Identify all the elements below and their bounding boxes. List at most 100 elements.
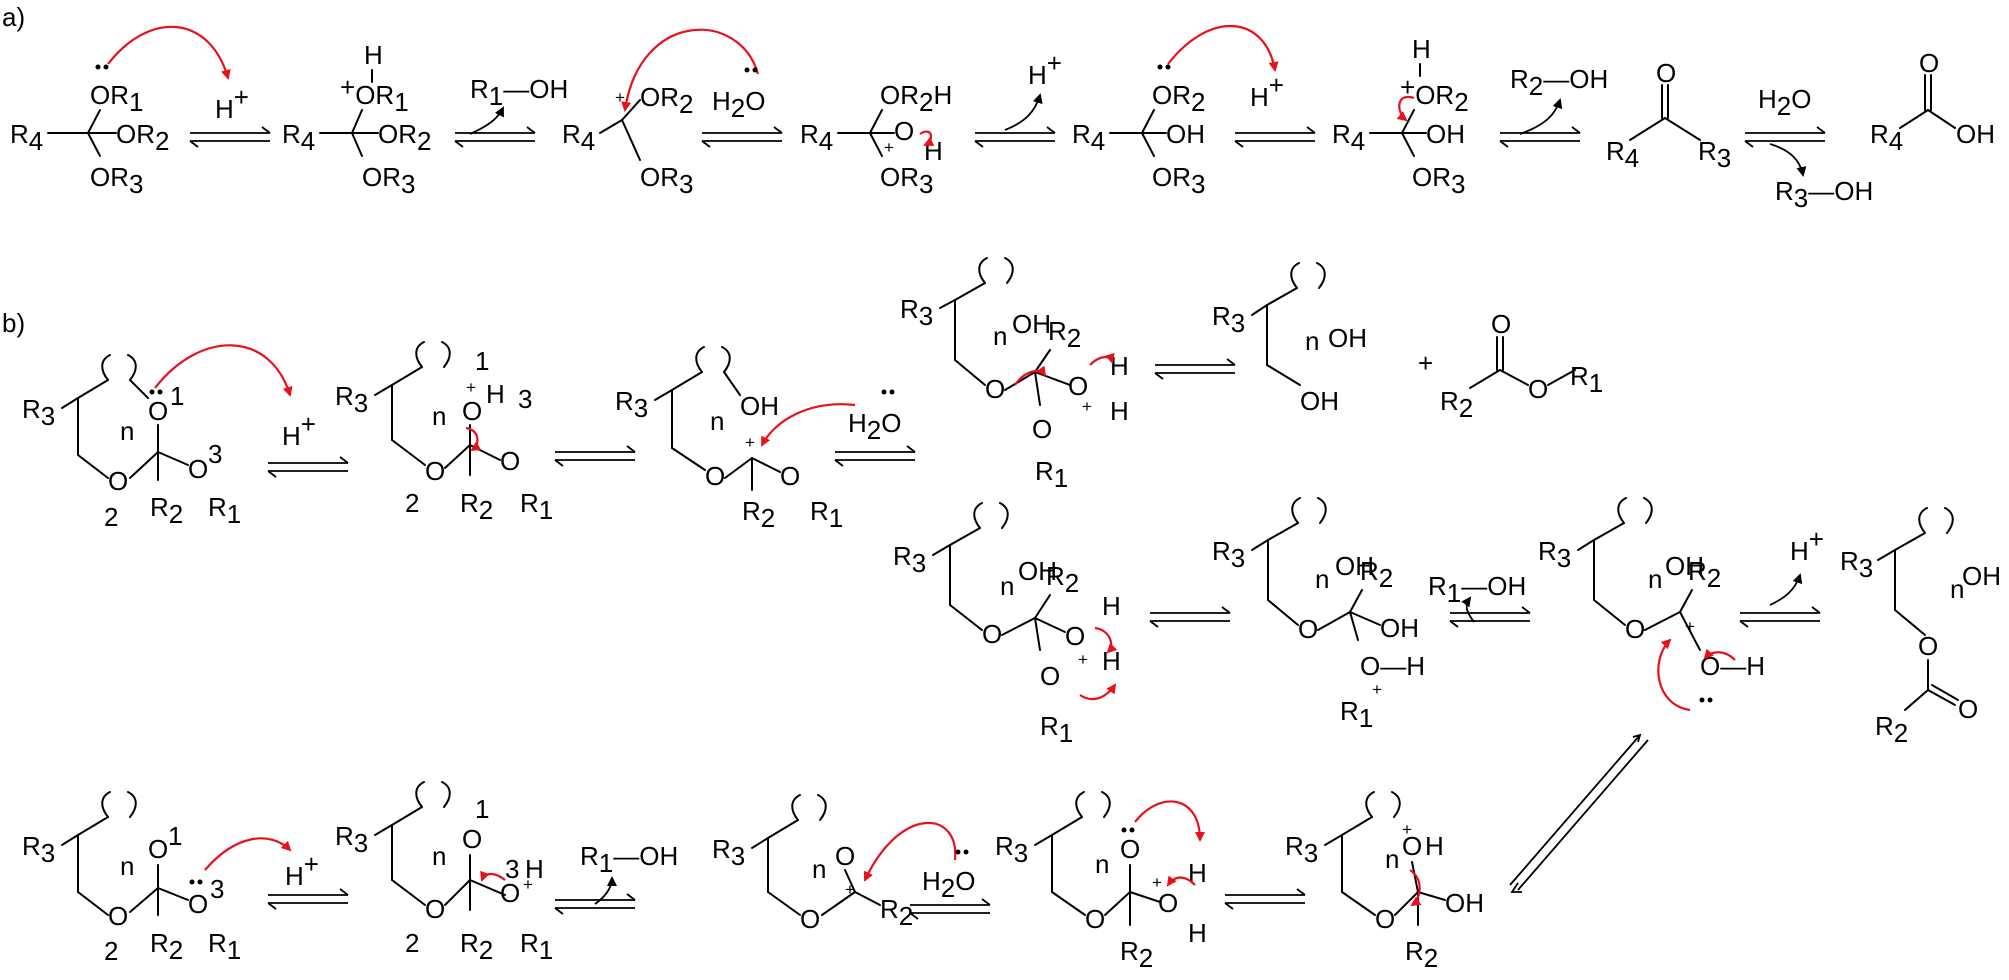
svg-text:+: + (523, 875, 533, 894)
svg-text:O: O (800, 904, 820, 934)
svg-text:H+: H+ (215, 82, 249, 124)
equilibrium-arrow (701, 126, 783, 148)
svg-text:R3: R3 (22, 394, 55, 431)
svg-text:OH: OH (1300, 386, 1339, 416)
svg-text:H: H (486, 379, 505, 409)
cyclic-orthoester: R3 n O 1 O O 3 2 R2 R1 (22, 354, 241, 532)
svg-text:R1: R1 (1570, 361, 1603, 398)
svg-text:1: 1 (475, 346, 489, 376)
svg-text:1: 1 (475, 794, 489, 824)
protonated-cyclic-orthoester-bottom: R3 n O 1 O O + 3 H 2 R2 R1 (335, 781, 553, 965)
svg-text:OH: OH (1166, 119, 1205, 149)
svg-text:OR2H: OR2H (880, 80, 952, 117)
equilibrium-arrow (554, 893, 636, 915)
svg-text:R2: R2 (150, 492, 183, 529)
svg-text:H+: H+ (282, 409, 316, 451)
carboxylic-acid-product: R4 O OH (1870, 48, 1995, 156)
svg-text:R1: R1 (810, 496, 843, 533)
svg-text:O: O (1065, 621, 1085, 651)
svg-text:R3: R3 (1698, 136, 1731, 173)
svg-text:OH: OH (1335, 551, 1374, 581)
svg-text:R2: R2 (1440, 386, 1473, 423)
svg-text:O: O (108, 466, 128, 496)
svg-text:OR2: OR2 (116, 119, 169, 156)
panel-b-label: b) (2, 308, 25, 338)
svg-text:+: + (1078, 650, 1088, 669)
svg-text:O: O (462, 824, 482, 854)
svg-text:O: O (1656, 58, 1676, 88)
svg-text:OH: OH (1962, 561, 2001, 591)
svg-text:O: O (1528, 374, 1548, 404)
svg-text:n: n (1000, 571, 1014, 601)
tetrahedral-intermediate-upper: R3 n OH O R2 O + H H O R1 (900, 257, 1129, 493)
equilibrium-arrow (1234, 126, 1316, 148)
svg-text:O: O (835, 841, 855, 871)
equilibrium-arrow (1499, 126, 1581, 148)
svg-text:OR2: OR2 (1152, 80, 1205, 117)
svg-text:O: O (1085, 904, 1105, 934)
svg-text:O: O (188, 454, 208, 484)
svg-text:O: O (108, 901, 128, 931)
svg-text:H: H (364, 40, 383, 70)
svg-text:O: O (1068, 371, 1088, 401)
oxocarbenium-middle: R3 n OH O R2 + O—H (1538, 497, 1765, 703)
svg-text:R4: R4 (282, 119, 315, 156)
svg-text:H: H (924, 136, 943, 166)
svg-text:R4: R4 (1072, 119, 1105, 156)
svg-text:H: H (1412, 34, 1431, 64)
svg-text:H+: H+ (285, 849, 319, 891)
svg-text:H: H (1188, 918, 1207, 948)
equilibrium-arrow (267, 456, 349, 478)
svg-text:3: 3 (208, 439, 222, 469)
svg-text:R1: R1 (208, 928, 241, 965)
svg-text:OR3: OR3 (880, 162, 933, 199)
svg-text:O: O (1918, 631, 1938, 661)
svg-text:R4: R4 (1870, 119, 1903, 156)
svg-text:+: + (1372, 680, 1382, 699)
svg-text:R3: R3 (1212, 301, 1245, 338)
svg-text:R3: R3 (1285, 831, 1318, 868)
cyclic-dioxocarbenium: R3 n O + O R2 (712, 794, 913, 934)
svg-text:H: H (1425, 831, 1444, 861)
svg-text:OH: OH (740, 391, 779, 421)
svg-text:n: n (993, 321, 1007, 351)
svg-text:O—H: O—H (1360, 651, 1425, 681)
protonated-orthoester: R4 H +OR1 OR2 OR3 (282, 40, 431, 199)
svg-text:R1—OH: R1—OH (1428, 571, 1526, 608)
equilibrium-arrow (909, 898, 991, 920)
svg-text:H2O: H2O (922, 866, 975, 903)
svg-text:OH: OH (1426, 119, 1465, 149)
svg-text:n: n (432, 401, 446, 431)
equilibrium-arrow (554, 445, 636, 467)
svg-text:R3: R3 (1840, 546, 1873, 583)
svg-text:R2: R2 (1875, 711, 1908, 748)
svg-text:+: + (1402, 820, 1412, 839)
svg-text:n: n (1315, 564, 1329, 594)
hemiorthoester: R4 OR2 OH OR3 (1072, 64, 1205, 199)
svg-text:n: n (1950, 574, 1964, 604)
svg-text:O: O (1402, 831, 1422, 861)
svg-text:R1: R1 (1035, 456, 1068, 493)
svg-text:O: O (985, 374, 1005, 404)
equilibrium-arrow (974, 126, 1056, 148)
tetrahedral-intermediate-middle: R3 n OH O R2 O H H + O R1 (893, 502, 1121, 748)
svg-text:R2: R2 (150, 928, 183, 965)
equilibrium-arrow (1449, 606, 1531, 628)
svg-text:R2: R2 (880, 894, 913, 931)
svg-text:OH: OH (1380, 613, 1419, 643)
svg-text:O: O (705, 461, 725, 491)
svg-text:R3: R3 (893, 541, 926, 578)
svg-text:OR3: OR3 (362, 162, 415, 199)
svg-text:2: 2 (405, 488, 419, 518)
svg-text:R4: R4 (562, 119, 595, 156)
equilibrium-arrow (454, 126, 536, 148)
svg-text:R1: R1 (1340, 696, 1373, 733)
svg-text:R4: R4 (800, 119, 833, 156)
svg-text:R1: R1 (520, 928, 553, 965)
svg-text:3: 3 (518, 384, 532, 414)
svg-text:R2: R2 (1046, 561, 1079, 598)
svg-text:O: O (425, 894, 445, 924)
svg-text:OH: OH (1445, 888, 1484, 918)
svg-text:H: H (1102, 591, 1121, 621)
svg-text:2: 2 (104, 502, 118, 532)
